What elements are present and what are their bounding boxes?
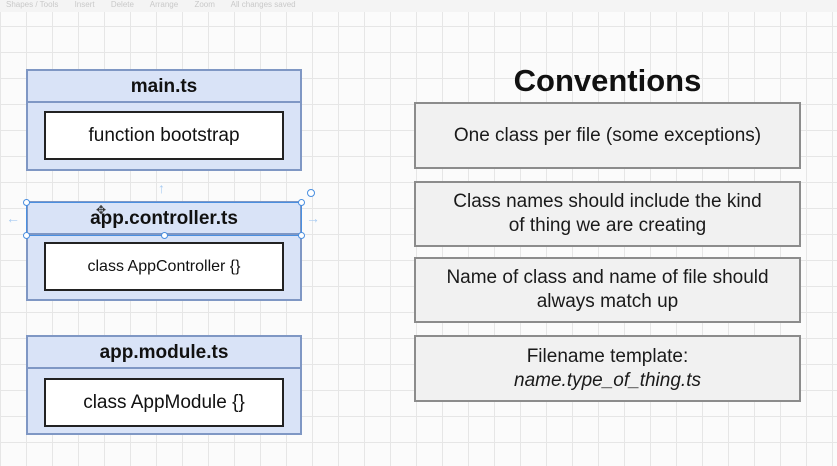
toolbar-item[interactable]: Shapes / Tools — [6, 0, 59, 9]
app-controller-box[interactable]: app.controller.ts class AppController {} — [26, 201, 302, 301]
main-ts-box[interactable]: main.ts function bootstrap — [26, 69, 302, 171]
toolbar-item[interactable]: Delete — [110, 0, 134, 9]
resize-handle[interactable] — [298, 232, 305, 239]
convention-text: of thing we are creating — [508, 215, 707, 236]
convention-text: Class names should include the kind — [453, 191, 762, 212]
filename-template: name.type_of_thing.ts — [514, 369, 701, 391]
arrow-left-icon[interactable]: ← — [6, 210, 20, 226]
resize-handle[interactable] — [298, 199, 305, 206]
arrow-up-icon[interactable]: ↑ — [158, 180, 165, 196]
convention-text: Name of class and name of file should — [446, 267, 769, 288]
resize-handle[interactable] — [23, 232, 30, 239]
file-name: main.ts — [28, 71, 300, 103]
arrow-right-icon[interactable]: → — [306, 210, 320, 226]
convention-text: Filename template: — [526, 345, 689, 367]
file-content[interactable]: class AppController {} — [44, 242, 284, 291]
toolbar-item[interactable]: Arrange — [149, 0, 179, 9]
file-name: app.module.ts — [28, 337, 300, 369]
file-content[interactable]: class AppModule {} — [44, 378, 284, 427]
convention-box[interactable]: Filename template: name.type_of_thing.ts — [414, 335, 801, 402]
editor-toolbar: Shapes / Tools Insert Delete Arrange Zoo… — [0, 0, 837, 12]
file-name[interactable]: app.controller.ts — [28, 203, 300, 235]
convention-box[interactable]: One class per file (some exceptions) — [414, 102, 801, 169]
toolbar-item[interactable]: Insert — [74, 0, 95, 9]
file-content[interactable]: function bootstrap — [44, 111, 284, 160]
app-module-box[interactable]: app.module.ts class AppModule {} — [26, 335, 302, 435]
convention-text: One class per file (some exceptions) — [453, 124, 762, 146]
resize-handle[interactable] — [23, 199, 30, 206]
convention-text: always match up — [536, 291, 679, 312]
toolbar-item[interactable]: Zoom — [194, 0, 215, 9]
resize-handle[interactable] — [161, 232, 168, 239]
save-status: All changes saved — [230, 0, 296, 9]
move-cursor-icon: ✥ — [96, 203, 107, 217]
rotate-handle-icon[interactable] — [307, 189, 315, 197]
conventions-title: Conventions — [513, 63, 702, 98]
convention-box[interactable]: Name of class and name of file should al… — [414, 257, 801, 323]
convention-box[interactable]: Class names should include the kind of t… — [414, 181, 801, 247]
